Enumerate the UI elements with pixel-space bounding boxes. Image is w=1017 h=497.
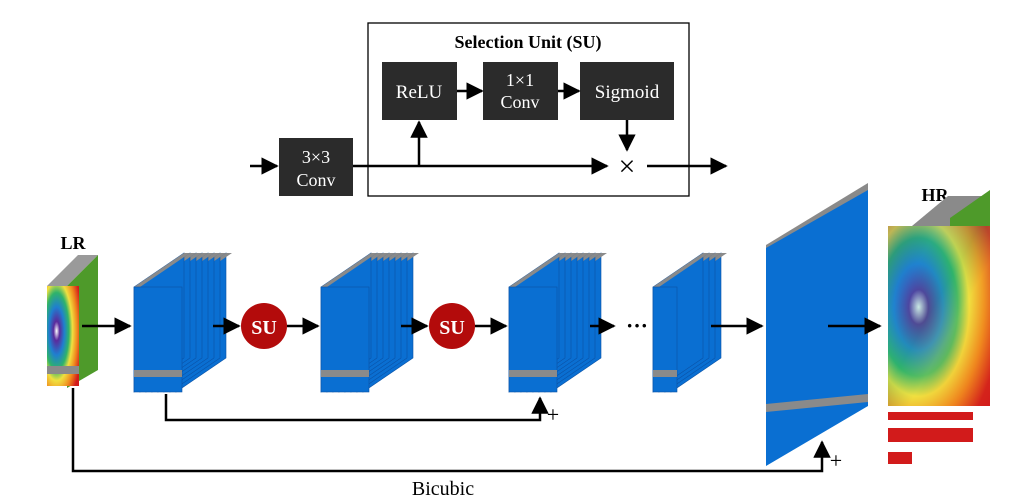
residual-plus: +	[547, 402, 559, 427]
feature-sheet-top	[321, 253, 377, 287]
su-node-1-label: SU	[251, 317, 277, 339]
conv1x1-block	[483, 62, 558, 120]
multiply-symbol: ×	[619, 150, 636, 183]
feature-block-band	[509, 370, 557, 377]
bicubic-label: Bicubic	[412, 478, 474, 497]
feature-block-4	[652, 252, 727, 393]
hr-image-band-1	[888, 412, 973, 420]
su-node-2-label: SU	[439, 317, 465, 339]
hr-output: HR	[888, 185, 990, 464]
su-module-title: Selection Unit (SU)	[455, 32, 602, 53]
su-module-frame	[367, 22, 690, 197]
relu-label: ReLU	[396, 82, 443, 103]
sigmoid-block	[580, 62, 674, 120]
hr-image-band-2	[888, 428, 973, 442]
feature-block-3	[508, 252, 607, 393]
conv3x3-label-line2: Conv	[296, 170, 335, 190]
conv3x3-label-line1: 3×3	[302, 147, 330, 167]
relu-block	[382, 62, 457, 120]
su-node-2: SU	[429, 303, 475, 349]
feature-block-band	[321, 370, 369, 377]
residual-skip-line	[164, 394, 549, 422]
upsample-block	[766, 183, 868, 466]
feature-block-2	[320, 252, 419, 393]
feature-sheet-top	[653, 253, 709, 287]
bicubic-skip: + Bicubic	[71, 388, 842, 497]
lr-input: LR	[47, 233, 98, 388]
feature-block-band	[134, 370, 182, 377]
lr-label: LR	[60, 233, 86, 253]
hr-image-swirl	[888, 226, 990, 406]
feature-block-1	[133, 252, 232, 393]
conv1x1-label-line1: 1×1	[506, 70, 534, 90]
su-node-1-circle	[241, 303, 287, 349]
upsample-body	[766, 190, 868, 466]
lr-image-shadow	[47, 366, 79, 374]
su-node-1: SU	[241, 303, 287, 349]
feature-sheet-top	[509, 253, 565, 287]
conv3x3-group: 3×3 Conv	[250, 138, 353, 196]
hr-image-band-3	[888, 452, 912, 464]
selection-unit-module: Selection Unit (SU) ReLU 1×1 Conv Sigmoi…	[353, 22, 728, 197]
residual-skip: +	[164, 394, 559, 427]
ellipsis: ···	[626, 313, 648, 338]
su-node-2-circle	[429, 303, 475, 349]
bicubic-plus: +	[830, 448, 842, 473]
feature-blocks	[133, 252, 727, 393]
conv1x1-label-line2: Conv	[500, 92, 539, 112]
feature-block-band	[653, 370, 677, 377]
lr-image-top	[47, 255, 98, 286]
hr-label: HR	[922, 185, 950, 205]
upsample-shadow	[766, 394, 868, 412]
feature-sheet-top	[134, 253, 190, 287]
bicubic-skip-line	[71, 388, 831, 473]
conv3x3-block	[279, 138, 353, 196]
sigmoid-label: Sigmoid	[595, 82, 660, 103]
